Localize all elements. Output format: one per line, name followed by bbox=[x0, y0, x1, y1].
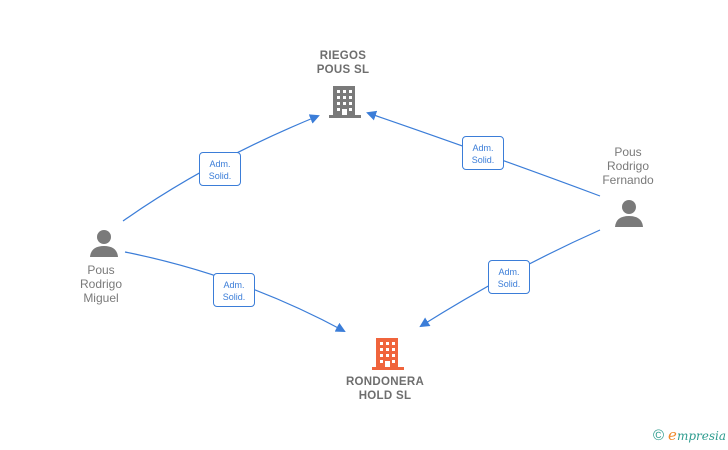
edge-label-fernando-rondonera[interactable]: Adm. Solid. bbox=[488, 260, 530, 294]
person-icon[interactable] bbox=[614, 198, 644, 228]
edge-label-line1: Adm. bbox=[209, 159, 231, 169]
person-icon[interactable] bbox=[89, 228, 119, 258]
edge-label-line2: Solid. bbox=[497, 279, 521, 289]
node-label-fernando: Pous Rodrigo Fernando bbox=[602, 145, 654, 187]
brand-logo-initial: e bbox=[668, 426, 677, 444]
node-label-rondonera: RONDONERA HOLD SL bbox=[345, 376, 425, 402]
edge-label-line1: Adm. bbox=[498, 267, 520, 277]
edge-label-line2: Solid. bbox=[208, 171, 232, 181]
edge-label-fernando-riegos[interactable]: Adm. Solid. bbox=[462, 136, 504, 170]
edge-label-line2: Solid. bbox=[222, 292, 246, 302]
building-icon-highlighted[interactable] bbox=[372, 336, 404, 370]
footer-brand[interactable]: ©empresia bbox=[653, 426, 726, 444]
edge-label-line1: Adm. bbox=[472, 143, 494, 153]
edge-label-miguel-riegos[interactable]: Adm. Solid. bbox=[199, 152, 241, 186]
edge-label-miguel-rondonera[interactable]: Adm. Solid. bbox=[213, 273, 255, 307]
node-label-riegos: RIEGOS POUS SL bbox=[316, 50, 370, 76]
node-label-miguel: Pous Rodrigo Miguel bbox=[79, 263, 123, 305]
building-icon[interactable] bbox=[329, 84, 361, 118]
copyright-icon: © bbox=[652, 427, 665, 444]
edge-label-line2: Solid. bbox=[471, 155, 495, 165]
edge-label-line1: Adm. bbox=[223, 280, 245, 290]
brand-logo-text: mpresia bbox=[676, 429, 726, 443]
